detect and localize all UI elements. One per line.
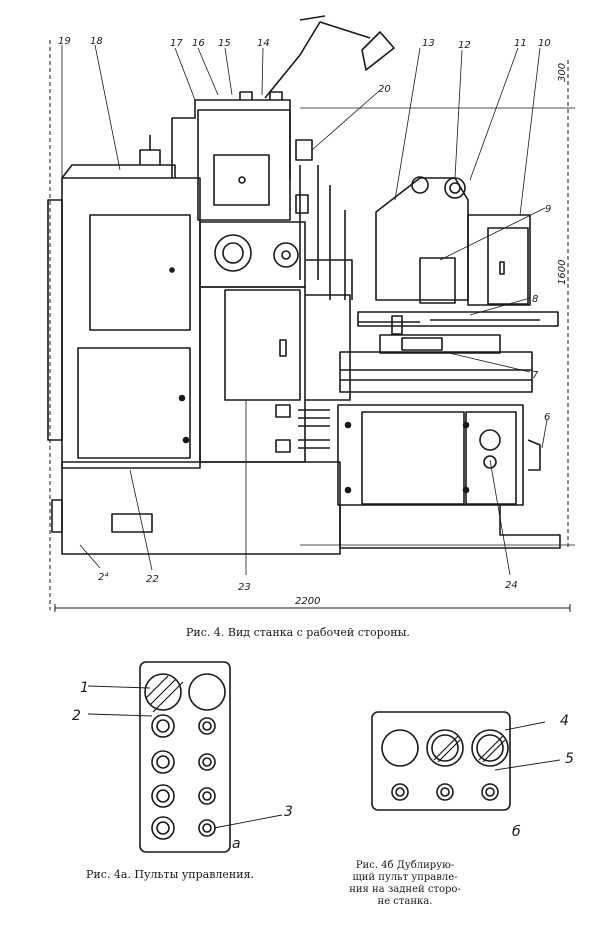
panel-a-letter: а bbox=[232, 836, 241, 852]
figure4b-caption-line-4: не станка. bbox=[377, 896, 433, 907]
callout-20: 20 bbox=[378, 84, 391, 95]
callout-12: 12 bbox=[458, 40, 471, 51]
machine-drawing bbox=[47, 15, 575, 612]
callout-17: 17 bbox=[170, 38, 183, 49]
dimension-height: 1600 bbox=[557, 260, 568, 285]
panel-b-letter: б bbox=[512, 824, 521, 840]
figure4-caption: Рис. 4. Вид станка с рабочей стороны. bbox=[186, 626, 410, 639]
callout-15: 15 bbox=[218, 38, 231, 49]
callout-8: 8 bbox=[532, 294, 538, 305]
callout-14: 14 bbox=[257, 38, 270, 49]
figure4a-caption: Рис. 4а. Пульты управления. bbox=[86, 868, 255, 881]
callout-19: 19 bbox=[58, 36, 71, 47]
callout-23: 23 bbox=[238, 582, 251, 593]
callout-5: 5 bbox=[565, 751, 574, 767]
callout-21: 2⁴ bbox=[98, 571, 108, 583]
panel-callouts: 1 2 3 а 4 5 б bbox=[72, 680, 574, 852]
control-panel-a bbox=[87, 661, 283, 853]
callout-18: 18 bbox=[90, 36, 103, 47]
callout-22: 22 bbox=[146, 574, 159, 585]
control-panel-b bbox=[371, 711, 561, 811]
dimension-width: 2200 bbox=[295, 596, 320, 607]
callout-3: 3 bbox=[284, 804, 293, 820]
callout-24: 24 bbox=[505, 580, 518, 591]
callout-9: 9 bbox=[545, 204, 551, 215]
callout-2: 2 bbox=[72, 708, 81, 724]
callout-16: 16 bbox=[192, 38, 205, 49]
figure4b-caption-line-1: Рис. 4б Дублирую- bbox=[355, 860, 455, 871]
dimension-top: 300 bbox=[557, 63, 568, 82]
callout-7: 7 bbox=[532, 370, 539, 381]
figure4b-caption-line-3: ния на задней сторо- bbox=[349, 884, 461, 895]
figure4-callouts: 19 18 17 16 15 14 13 12 11 10 20 9 8 7 6… bbox=[58, 36, 568, 607]
callout-10: 10 bbox=[538, 38, 551, 49]
figure4b-caption-line-2: щий пульт управле- bbox=[352, 872, 458, 883]
callout-6: 6 bbox=[544, 412, 550, 423]
callout-13: 13 bbox=[422, 38, 435, 49]
callout-11: 11 bbox=[514, 38, 527, 49]
callout-1: 1 bbox=[80, 680, 89, 696]
callout-4: 4 bbox=[560, 713, 569, 729]
